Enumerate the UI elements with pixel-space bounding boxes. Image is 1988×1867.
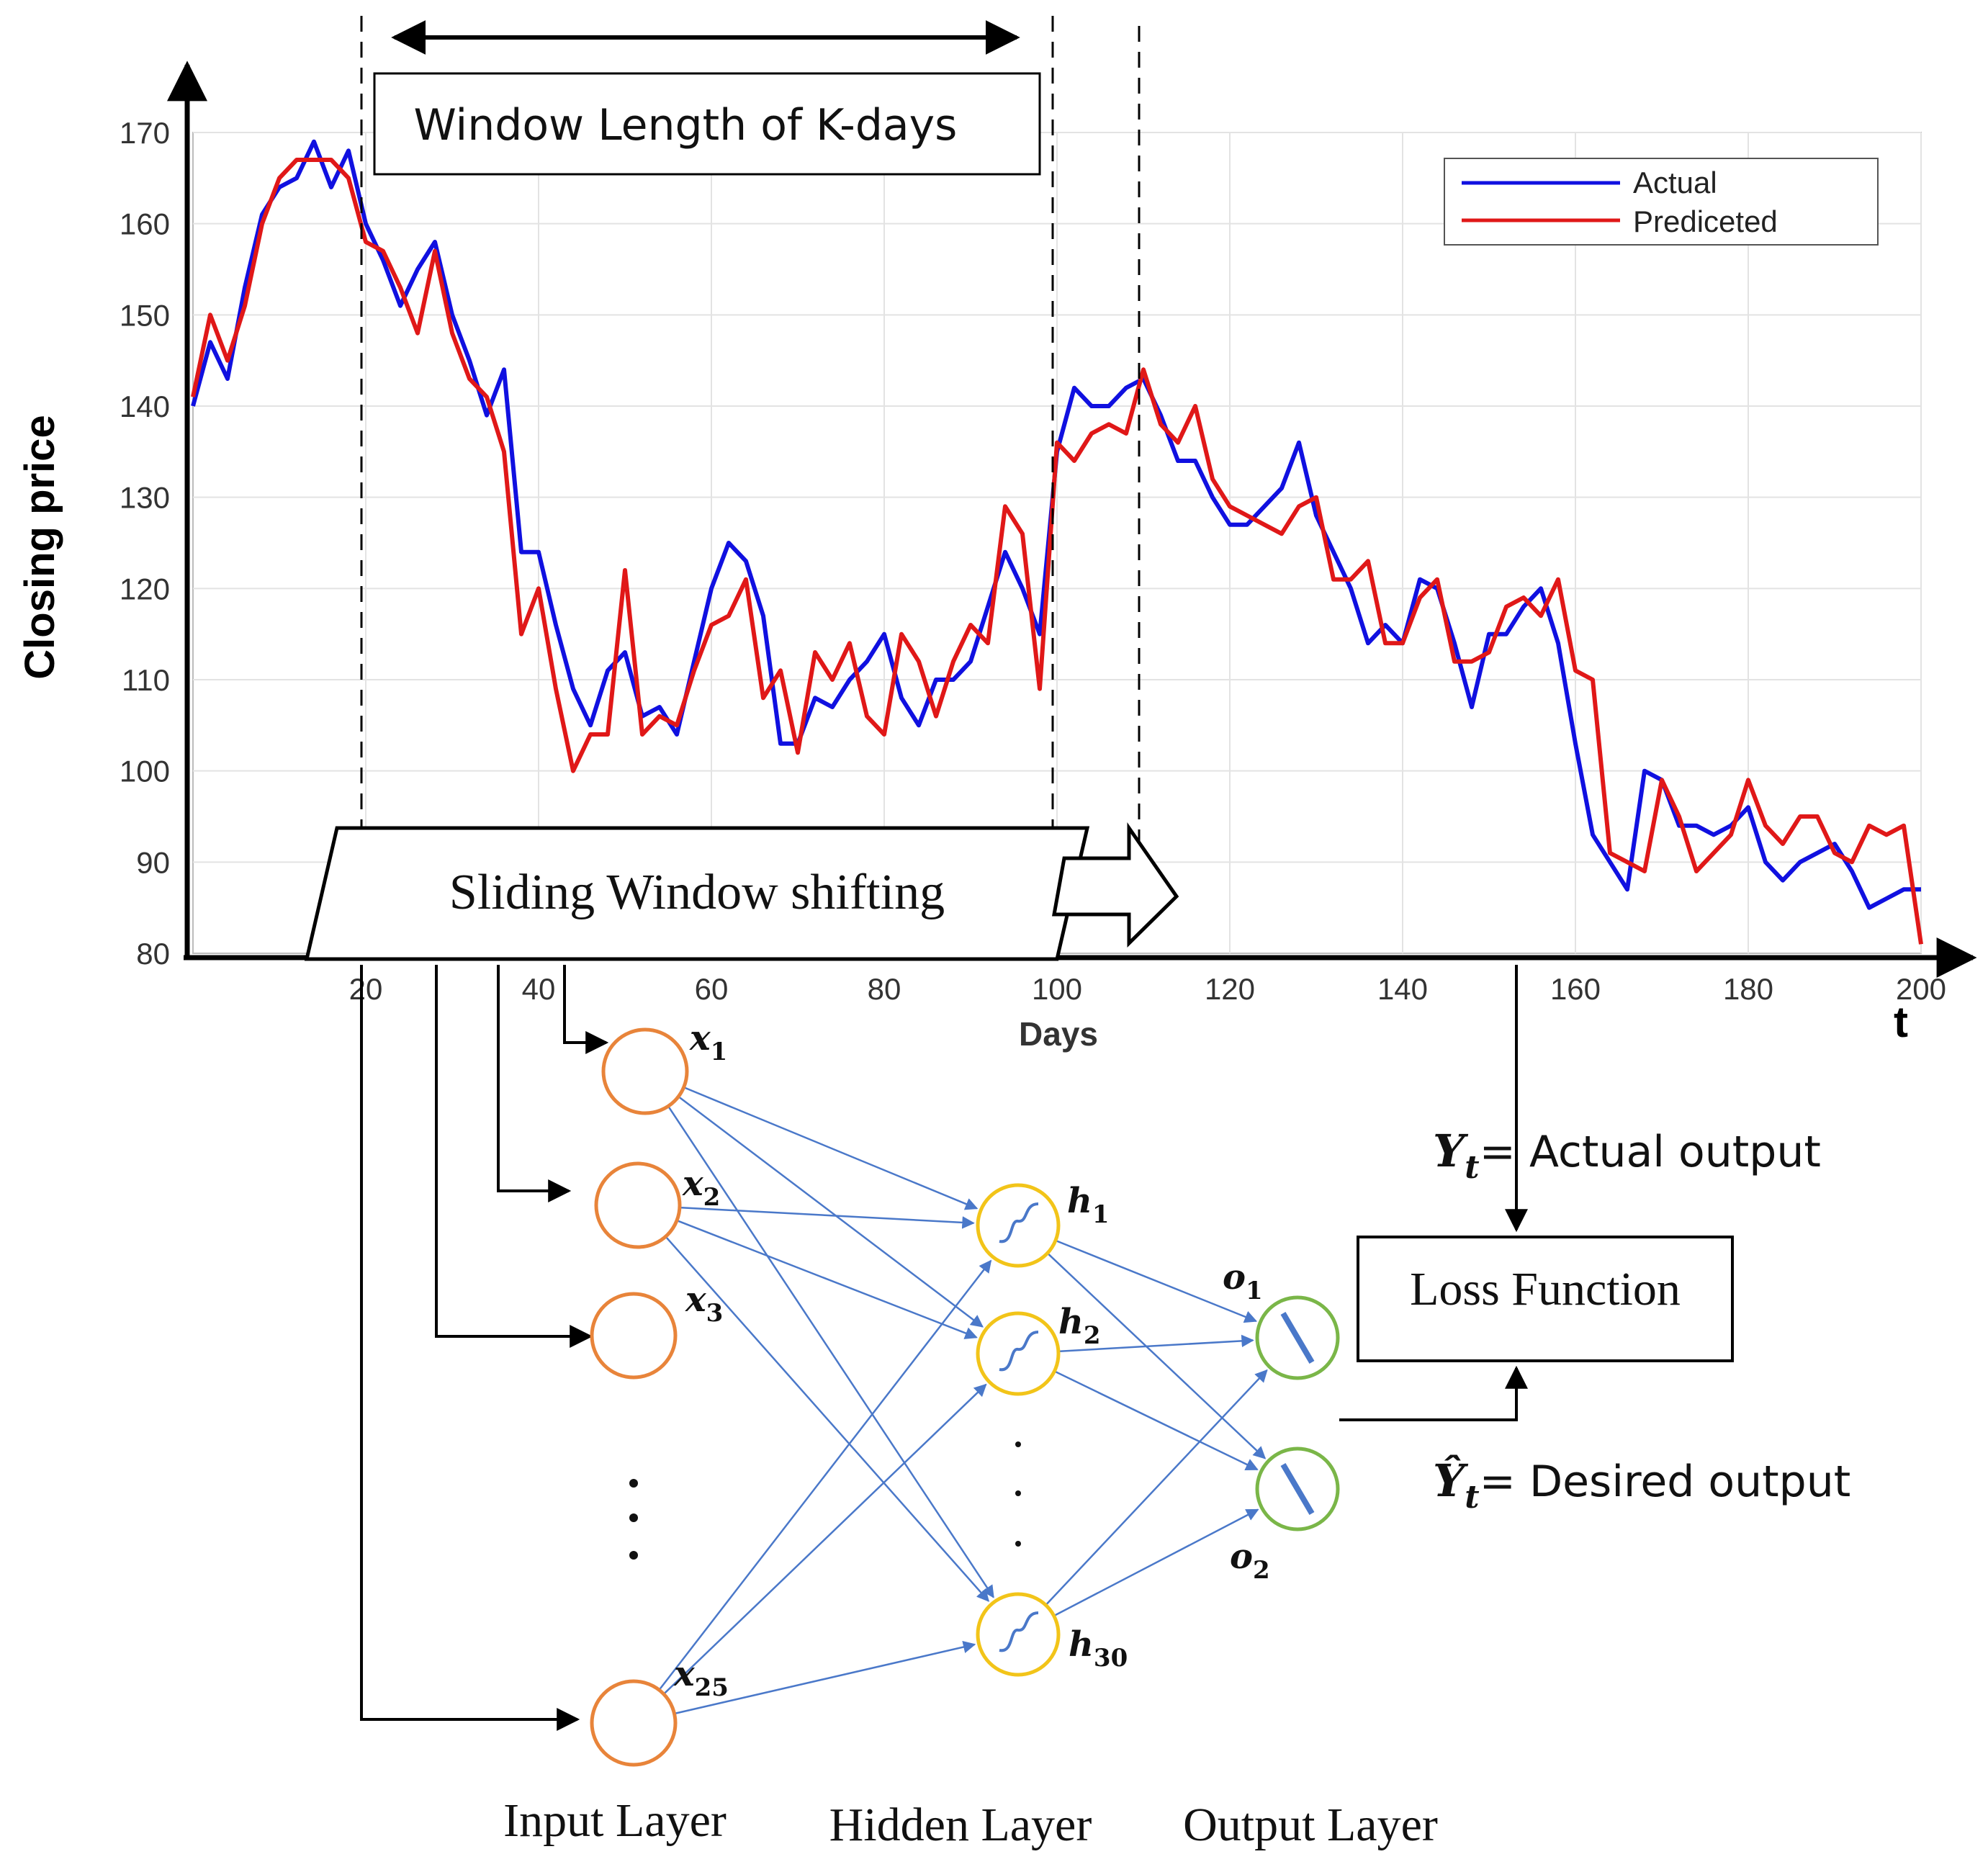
network-edge [1045, 1369, 1268, 1605]
sigmoid-icon [999, 1202, 1039, 1243]
sliding-window-label: Sliding Window shifting [449, 865, 945, 920]
legend-actual-label: Actual [1633, 166, 1717, 199]
output-layer-label: Output Layer [1183, 1799, 1438, 1851]
input-layer-label: Input Layer [503, 1794, 727, 1847]
series-line-predicted [191, 158, 1923, 945]
input-node-x3 [590, 1292, 678, 1380]
x-tick-label: 160 [1550, 972, 1601, 1006]
network-edge [665, 1236, 990, 1602]
svg-text:Ŷt= Desired output: Ŷt= Desired output [1433, 1454, 1850, 1516]
network-edge [1054, 1508, 1259, 1616]
hidden-node-label: h1 [1067, 1181, 1110, 1229]
network-edge [667, 1105, 994, 1598]
loss-function-box [1357, 1236, 1734, 1362]
actual-output-label: Yt= Actual output [1433, 1125, 1821, 1186]
connector-x25 [360, 965, 580, 1731]
legend: Actual Prediceted [1444, 158, 1879, 246]
input-node-x25 [590, 1679, 678, 1767]
network-edges [658, 1086, 1268, 1715]
x-axis-end-label: t [1894, 998, 1908, 1046]
y-tick-label: 100 [120, 755, 170, 788]
network-edge [676, 1219, 978, 1339]
sigmoid-icon [999, 1611, 1039, 1652]
sliding-window-shape: Sliding Window shifting [304, 826, 1090, 961]
network-edge [1056, 1240, 1258, 1323]
network-edge [1055, 1371, 1259, 1471]
y-tick-label: 90 [136, 845, 170, 879]
legend-predicted-label: Prediceted [1633, 204, 1778, 238]
network-edge [662, 1383, 987, 1695]
desired-output-arrow [1339, 1365, 1528, 1421]
y-tick-label: 140 [120, 390, 170, 423]
x-tick-label: 120 [1205, 972, 1255, 1006]
output-node-label: o2 [1230, 1537, 1270, 1585]
hidden-node-h1 [976, 1183, 1061, 1268]
input-node-label: x25 [673, 1654, 729, 1702]
network-edge [679, 1206, 975, 1229]
input-node-x1 [601, 1027, 689, 1115]
svg-text:Yt= Actual output: Yt= Actual output [1433, 1125, 1821, 1186]
y-axis-title: Closing price [17, 415, 63, 679]
output-node-label: o1 [1223, 1257, 1263, 1305]
input-node-label: x2 [682, 1164, 720, 1212]
x-tick-label: 100 [1032, 972, 1082, 1006]
network-nodes: x1 x2 x3 x25 h1 h2 h30 o1 o2 [590, 1018, 1340, 1767]
x-tick-label: 60 [695, 972, 729, 1006]
y-tick-label: 150 [120, 298, 170, 332]
input-node-label: x3 [685, 1279, 723, 1328]
connector-x2 [497, 965, 572, 1202]
linear-activation-icon [1280, 1462, 1315, 1516]
y-tick-label: 110 [122, 663, 170, 697]
hidden-ellipsis [1015, 1441, 1021, 1547]
y-tick-label: 80 [136, 937, 170, 971]
x-tick-label: 40 [522, 972, 556, 1006]
network-edge [1059, 1334, 1254, 1352]
input-ellipsis [629, 1479, 638, 1560]
sigmoid-icon [999, 1331, 1039, 1372]
shift-arrow-icon [1052, 822, 1179, 948]
hidden-node-label: h2 [1058, 1302, 1101, 1350]
x-tick-label: 180 [1723, 972, 1773, 1006]
x-tick-label: 80 [868, 972, 901, 1006]
y-tick-label: 130 [120, 481, 170, 515]
y-tick-label: 170 [120, 116, 170, 150]
series-lines [191, 139, 1923, 945]
y-tick-labels: 80 90 100 110 120 130 140 150 160 170 [120, 116, 170, 971]
network-edge [683, 1086, 979, 1210]
y-tick-label: 120 [120, 572, 170, 606]
hidden-layer-label: Hidden Layer [829, 1799, 1092, 1851]
input-node-x2 [594, 1161, 682, 1249]
x-axis-title: Days [1019, 1015, 1098, 1053]
desired-output-label: Ŷt= Desired output [1433, 1454, 1850, 1516]
x-tick-label: 20 [349, 972, 383, 1006]
connector-x3 [435, 965, 593, 1348]
hidden-node-h30 [976, 1592, 1061, 1677]
window-length-label: Window Length of K-days [414, 100, 958, 150]
loss-function-label: Loss Function [1410, 1263, 1681, 1315]
connector-x1 [563, 965, 609, 1054]
input-node-label: x1 [689, 1018, 727, 1066]
network-edge [678, 1096, 984, 1328]
hidden-node-h2 [976, 1311, 1061, 1396]
network-edge [674, 1640, 976, 1715]
network-edge [658, 1259, 992, 1691]
x-tick-label: 140 [1377, 972, 1428, 1006]
network-edge [1048, 1253, 1267, 1459]
y-tick-label: 160 [120, 207, 170, 241]
linear-activation-icon [1280, 1311, 1315, 1364]
window-length-box [373, 72, 1041, 176]
hidden-node-label: h30 [1069, 1624, 1128, 1673]
